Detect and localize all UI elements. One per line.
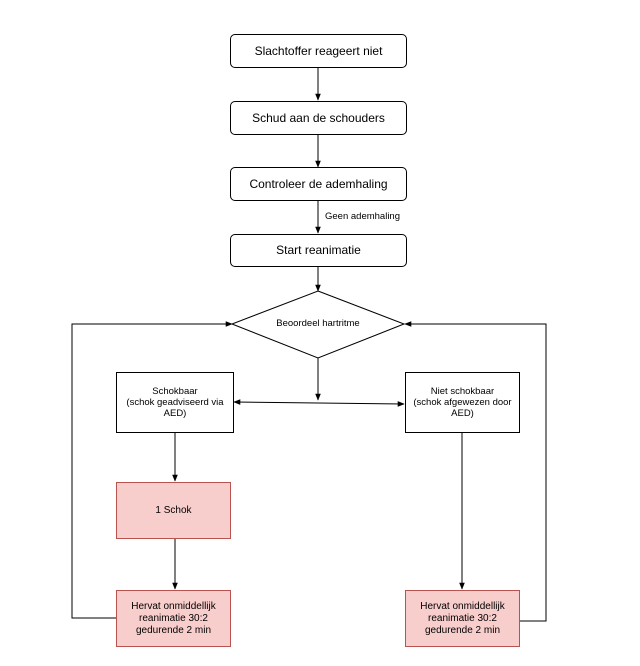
- node-resume-cpr-right: Hervat onmiddellijk reanimatie 30:2 gedu…: [405, 590, 520, 647]
- node-check-breathing: Controleer de ademhaling: [230, 167, 407, 201]
- node-start-cpr: Start reanimatie: [230, 234, 407, 267]
- edge-label-no-breathing: Geen ademhaling: [325, 211, 400, 222]
- decision-label: Beoordeel hartritme: [276, 318, 360, 329]
- decision-diamond: [230, 290, 406, 359]
- node-resume-cpr-left: Hervat onmiddellijk reanimatie 30:2 gedu…: [116, 590, 231, 647]
- loop-left: [71, 321, 233, 619]
- node-shake-shoulders: Schud aan de schouders: [230, 101, 407, 135]
- node-victim-unresponsive: Slachtoffer reageert niet: [230, 34, 407, 68]
- node-one-shock: 1 Schok: [116, 482, 231, 539]
- loop-right: [404, 321, 547, 622]
- node-not-shockable: Niet schokbaar (schok afgewezen door AED…: [405, 372, 520, 433]
- node-shockable: Schokbaar (schok geadviseerd via AED): [116, 372, 234, 433]
- arrow-bidirectional-boxes: [233, 399, 405, 407]
